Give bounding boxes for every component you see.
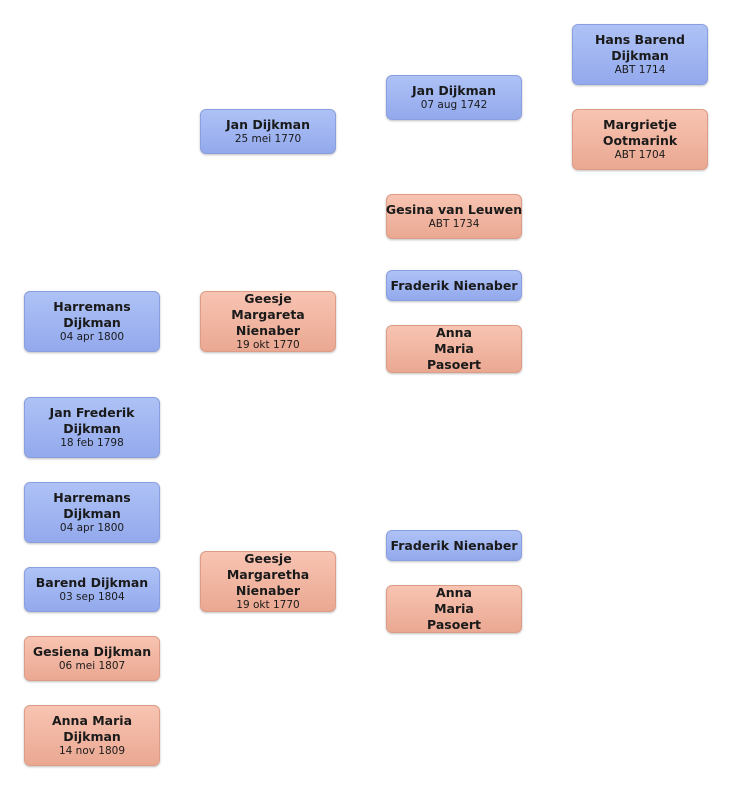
person-name: Fraderik Nienaber <box>390 277 518 293</box>
person-card-harremans-dijkman-1[interactable]: Harremans Dijkman 04 apr 1800 <box>24 291 160 352</box>
person-date: 19 okt 1770 <box>236 339 300 351</box>
person-date: 07 aug 1742 <box>420 99 488 111</box>
person-date: 19 okt 1770 <box>236 599 300 611</box>
person-card-hans-barend-dijkman[interactable]: Hans Barend Dijkman ABT 1714 <box>572 24 708 85</box>
person-name: Margrietje Ootmarink <box>602 117 678 148</box>
person-name: Gesina van Leuwen <box>385 202 523 217</box>
person-card-anna-maria-dijkman[interactable]: Anna Maria Dijkman 14 nov 1809 <box>24 705 160 766</box>
person-name: Geesje Margaretha Nienaber <box>226 551 310 598</box>
person-date: 03 sep 1804 <box>59 591 125 603</box>
person-card-geesje-margareta-nienaber[interactable]: Geesje Margareta Nienaber 19 okt 1770 <box>200 291 336 352</box>
person-card-jan-frederik-dijkman[interactable]: Jan Frederik Dijkman 18 feb 1798 <box>24 397 160 458</box>
person-card-anna-maria-pasoert-1[interactable]: Anna Maria Pasoert <box>386 325 522 373</box>
person-name: Geesje Margareta Nienaber <box>231 291 305 338</box>
person-card-jan-dijkman-1742[interactable]: Jan Dijkman 07 aug 1742 <box>386 75 522 120</box>
person-card-margrietje-ootmarink[interactable]: Margrietje Ootmarink ABT 1704 <box>572 109 708 170</box>
person-name: Jan Frederik Dijkman <box>49 405 135 436</box>
person-card-fraderik-nienaber-2[interactable]: Fraderik Nienaber <box>386 530 522 561</box>
person-date: 06 mei 1807 <box>58 660 126 672</box>
person-name: Barend Dijkman <box>35 575 149 590</box>
person-date: ABT 1714 <box>614 64 666 76</box>
person-date: ABT 1734 <box>428 218 480 230</box>
person-name: Anna Maria Dijkman <box>51 713 133 744</box>
person-name: Anna Maria Pasoert <box>427 325 481 372</box>
person-date: 04 apr 1800 <box>59 331 125 343</box>
person-name: Hans Barend Dijkman <box>594 32 686 63</box>
person-card-jan-dijkman-1770[interactable]: Jan Dijkman 25 mei 1770 <box>200 109 336 154</box>
person-date: ABT 1704 <box>614 149 666 161</box>
person-name: Jan Dijkman <box>226 117 310 132</box>
person-name: Jan Dijkman <box>412 83 496 98</box>
person-card-fraderik-nienaber-1[interactable]: Fraderik Nienaber <box>386 270 522 301</box>
person-name: Harremans Dijkman <box>53 490 131 521</box>
person-card-gesiena-dijkman[interactable]: Gesiena Dijkman 06 mei 1807 <box>24 636 160 681</box>
person-card-harremans-dijkman-2[interactable]: Harremans Dijkman 04 apr 1800 <box>24 482 160 543</box>
person-date: 14 nov 1809 <box>58 745 126 757</box>
person-date: 25 mei 1770 <box>234 133 302 145</box>
person-card-anna-maria-pasoert-2[interactable]: Anna Maria Pasoert <box>386 585 522 633</box>
person-name: Anna Maria Pasoert <box>427 585 481 632</box>
person-date: 04 apr 1800 <box>59 522 125 534</box>
person-name: Gesiena Dijkman <box>32 644 152 659</box>
person-date: 18 feb 1798 <box>60 437 124 449</box>
person-name: Fraderik Nienaber <box>390 537 518 553</box>
person-card-barend-dijkman[interactable]: Barend Dijkman 03 sep 1804 <box>24 567 160 612</box>
person-name: Harremans Dijkman <box>53 299 131 330</box>
person-card-geesje-margaretha-nienaber[interactable]: Geesje Margaretha Nienaber 19 okt 1770 <box>200 551 336 612</box>
person-card-gesina-van-leuwen[interactable]: Gesina van Leuwen ABT 1734 <box>386 194 522 239</box>
